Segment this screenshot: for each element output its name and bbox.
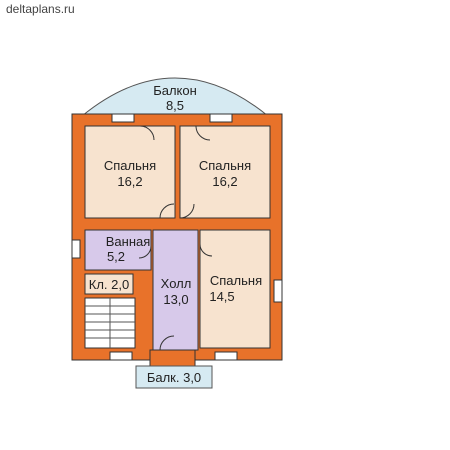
site-watermark: deltaplans.ru (6, 2, 75, 16)
bedroom-1-area-label: 16,2 (117, 174, 142, 189)
windows (71, 113, 283, 361)
hall-area-label: 13,0 (163, 292, 188, 307)
bathroom-area (84, 229, 152, 271)
bedroom-3-area-label: 14,5 (209, 289, 234, 304)
bedroom-1-name: Спальня (104, 158, 156, 173)
bathroom-area-label: 5,2 (107, 249, 125, 264)
hall-area (152, 229, 199, 351)
balcony-top-shape (80, 77, 270, 117)
door-swings (138, 125, 213, 351)
stair-treads (85, 298, 135, 348)
bedroom-2-area-label: 16,2 (212, 174, 237, 189)
bedroom-3-name: Спальня (210, 273, 262, 288)
closet-label: Кл. 2,0 (89, 277, 129, 292)
bathroom-name: Ванная (106, 234, 151, 249)
balcony-bottom-label: Балк. 3,0 (147, 370, 201, 385)
bedroom-1-area (84, 125, 176, 219)
balcony-top-name: Балкон (153, 83, 197, 98)
bedroom-2-name: Спальня (199, 158, 251, 173)
entry-notch (149, 349, 196, 367)
balcony-bottom-shape (135, 365, 213, 389)
bedroom-2-area (179, 125, 271, 219)
closet-area (84, 273, 134, 295)
bedroom-3-area (199, 229, 271, 349)
hall-name: Холл (161, 276, 192, 291)
balcony-top-area: 8,5 (166, 98, 184, 113)
